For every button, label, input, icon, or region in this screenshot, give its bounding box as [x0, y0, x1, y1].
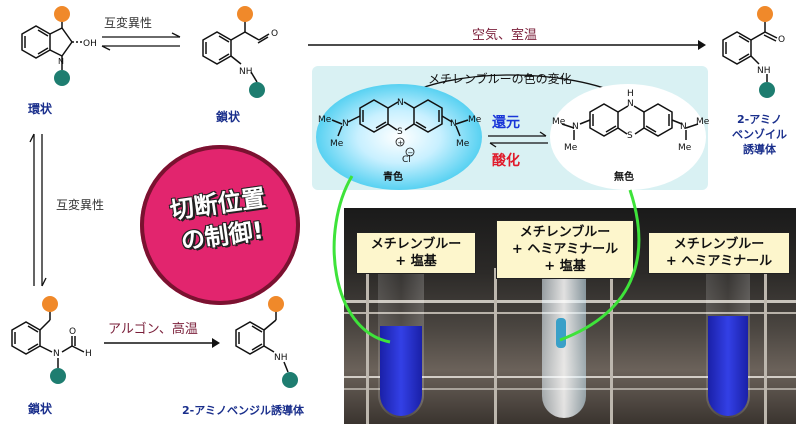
cyclic-hemiaminal-structure: OH N: [21, 6, 97, 86]
cl-atom: Cl: [402, 155, 411, 165]
cyclic-label: 環状: [28, 102, 53, 116]
rack-post: [494, 268, 497, 424]
n-atom: N: [627, 99, 634, 109]
oxidation-label: 酸化: [492, 153, 520, 169]
tube-1-label: メチレンブルー + 塩基: [356, 232, 476, 274]
tube-2-label-line1: メチレンブルー: [519, 225, 611, 240]
aminobenzoyl-label-line2: ベンゾイル: [732, 128, 787, 141]
me-label: Me: [468, 115, 482, 125]
equilibrium-arrows-top: [101, 32, 181, 51]
positive-charge-circle: [395, 137, 405, 147]
me-label: Me: [330, 139, 344, 149]
color-change-title: メチレンブルーの色の変化: [428, 72, 572, 86]
tube-2-label: メチレンブルー + ヘミアミナール + 塩基: [496, 220, 634, 279]
n-atom: N: [450, 119, 457, 129]
nh-label: NH: [274, 353, 288, 363]
orange-substituent-dot: [237, 6, 253, 22]
colorless-form-ellipse: [550, 84, 706, 190]
tube-1-label-line1: メチレンブルー: [370, 237, 462, 252]
me-label: Me: [696, 117, 710, 127]
o-label: O: [69, 327, 76, 337]
argon-heat-arrow: [104, 338, 220, 348]
reduction-label: 還元: [492, 115, 520, 131]
aminobenzoyl-label-line1: 2-アミノ: [737, 113, 782, 126]
orange-substituent-dot: [757, 6, 773, 22]
chain-aldehyde-structure: O NH: [202, 6, 278, 98]
n-label: N: [53, 349, 60, 359]
aminobenzoyl-structure: O NH: [722, 6, 785, 98]
cleavage-control-badge: [140, 145, 300, 305]
test-tube-1: [378, 248, 424, 418]
air-rt-label: 空気、室温: [472, 28, 538, 43]
orange-substituent-dot: [268, 296, 284, 312]
orange-substituent-dot: [42, 296, 58, 312]
o-label: O: [271, 29, 278, 39]
tube-3-label: メチレンブルー + ヘミアミナール: [648, 232, 790, 274]
s-atom: S: [627, 131, 633, 141]
n-label: N: [58, 57, 64, 66]
h-atom: H: [627, 89, 634, 99]
aminobenzyl-structure: NH: [235, 296, 298, 388]
n-atom: N: [680, 122, 687, 132]
me-label: Me: [678, 143, 692, 153]
blue-form-glow: [316, 84, 482, 190]
orange-substituent-dot: [54, 6, 70, 22]
oxidation-arrow: [308, 40, 706, 50]
green-connector-lines: [332, 175, 641, 344]
tautomer-left-label: 互変異性: [56, 198, 105, 212]
aminobenzyl-label: 2-アミノベンジル誘導体: [182, 404, 304, 417]
minus-sign: −: [408, 149, 414, 157]
aminobenzoyl-label-line3: 誘導体: [743, 143, 776, 156]
pale-solution: [556, 318, 566, 348]
rack-post: [610, 268, 613, 424]
tautomer-top-label: 互変異性: [104, 16, 153, 30]
me-label: Me: [456, 139, 470, 149]
leuco-methylene-blue-structure: H N S N N Me Me Me Me: [552, 89, 710, 153]
oh-label: OH: [83, 39, 97, 49]
me-label: Me: [318, 115, 332, 125]
n-atom: N: [572, 122, 579, 132]
methylene-blue-oxidized-structure: N S + Cl − N N Me Me Me Me: [318, 98, 482, 165]
teal-substituent-dot: [50, 368, 66, 384]
colorless-form-label: 無色: [614, 172, 634, 183]
nh-label: NH: [757, 66, 771, 76]
formamide-structure: N O H: [11, 296, 92, 384]
n-atom: N: [397, 98, 404, 108]
n-atom: N: [342, 119, 349, 129]
h-label: H: [85, 349, 92, 359]
rack-post: [764, 268, 767, 424]
tube-3-label-line2: + ヘミアミナール: [665, 254, 773, 269]
tube-1-label-line2: + 塩基: [395, 254, 437, 269]
plus-sign: +: [398, 139, 404, 147]
chain-label-top: 鎖状: [216, 110, 241, 124]
redox-equilibrium-arrows: [488, 131, 548, 148]
equilibrium-arrows-left: [29, 133, 47, 287]
teal-substituent-dot: [759, 82, 775, 98]
s-atom: S: [397, 127, 403, 137]
tube-3-label-line1: メチレンブルー: [673, 237, 765, 252]
aminobenzoyl-label: 2-アミノ ベンゾイル 誘導体: [732, 112, 787, 157]
me-label: Me: [564, 143, 578, 153]
teal-substituent-dot: [282, 372, 298, 388]
nh-label: NH: [239, 67, 253, 77]
tube-2-label-line3: + 塩基: [544, 259, 586, 274]
test-tube-3: [706, 248, 750, 418]
rack-post: [366, 268, 369, 424]
argon-label: アルゴン、高温: [108, 322, 198, 337]
negative-charge-circle: [405, 147, 415, 157]
teal-substituent-dot: [54, 70, 70, 86]
blue-form-label: 青色: [383, 172, 403, 183]
tube-2-label-line2: + ヘミアミナール: [511, 242, 619, 257]
me-label: Me: [552, 117, 566, 127]
o-label: O: [778, 35, 785, 45]
blue-solution: [708, 316, 748, 416]
teal-substituent-dot: [249, 82, 265, 98]
chain-label-bottom: 鎖状: [28, 402, 53, 416]
